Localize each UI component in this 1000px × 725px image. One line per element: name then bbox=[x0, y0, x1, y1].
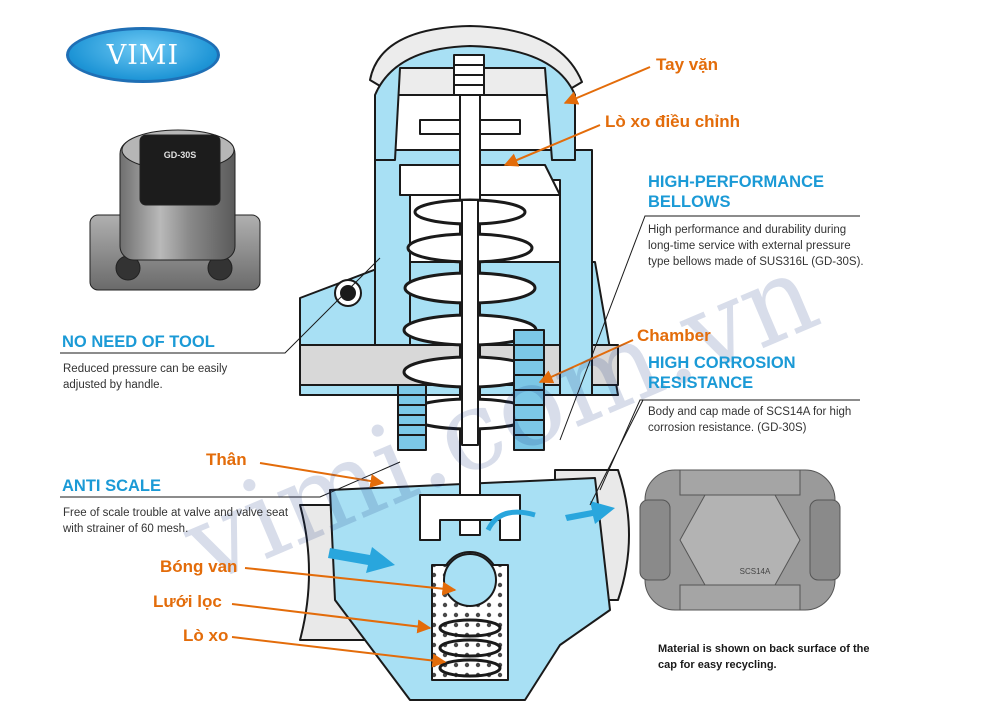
label-bong-van: Bóng van bbox=[160, 557, 238, 576]
label-than: Thân bbox=[206, 450, 247, 469]
flow-arrows bbox=[328, 501, 615, 573]
bellows-title-line2: BELLOWS bbox=[648, 193, 731, 211]
handle bbox=[374, 45, 576, 161]
label-lo-xo: Lò xo bbox=[183, 626, 229, 645]
label-lo-xo-dieu-chinh: Lò xo điều chỉnh bbox=[605, 112, 741, 131]
leader-lines bbox=[60, 66, 860, 668]
anti-scale-desc: Free of scale trouble at valve and valve… bbox=[63, 507, 289, 535]
material-note: Material is shown on back surface of the… bbox=[658, 643, 870, 671]
valve-cross-section bbox=[299, 25, 630, 701]
bottom-spring bbox=[438, 618, 502, 678]
logo-text: VIMI bbox=[106, 39, 180, 71]
label-luoi-loc: Lưới lọc bbox=[153, 592, 222, 611]
vimi-logo: VIMI bbox=[66, 27, 220, 83]
no-tool-desc: Reduced pressure can be easily adjusted … bbox=[63, 363, 228, 391]
product-photo: GD-30S bbox=[89, 129, 261, 291]
corrosion-title-line2: RESISTANCE bbox=[648, 374, 754, 392]
bellows-desc: High performance and durability during l… bbox=[648, 224, 864, 268]
cap-photo-marking: SCS14A bbox=[740, 567, 771, 576]
bellows bbox=[397, 329, 545, 451]
product-photo-model: GD-30S bbox=[164, 150, 197, 160]
anti-scale-title: ANTI SCALE bbox=[62, 477, 161, 495]
no-tool-title: NO NEED OF TOOL bbox=[62, 333, 215, 351]
corrosion-title-line1: HIGH CORROSION bbox=[648, 354, 796, 372]
label-tay-van: Tay vặn bbox=[656, 55, 719, 74]
bellows-title-line1: HIGH-PERFORMANCE bbox=[648, 173, 824, 191]
label-chamber: Chamber bbox=[637, 326, 711, 345]
cap-photo: SCS14A bbox=[639, 469, 841, 611]
corrosion-desc: Body and cap made of SCS14A for high cor… bbox=[648, 406, 852, 434]
